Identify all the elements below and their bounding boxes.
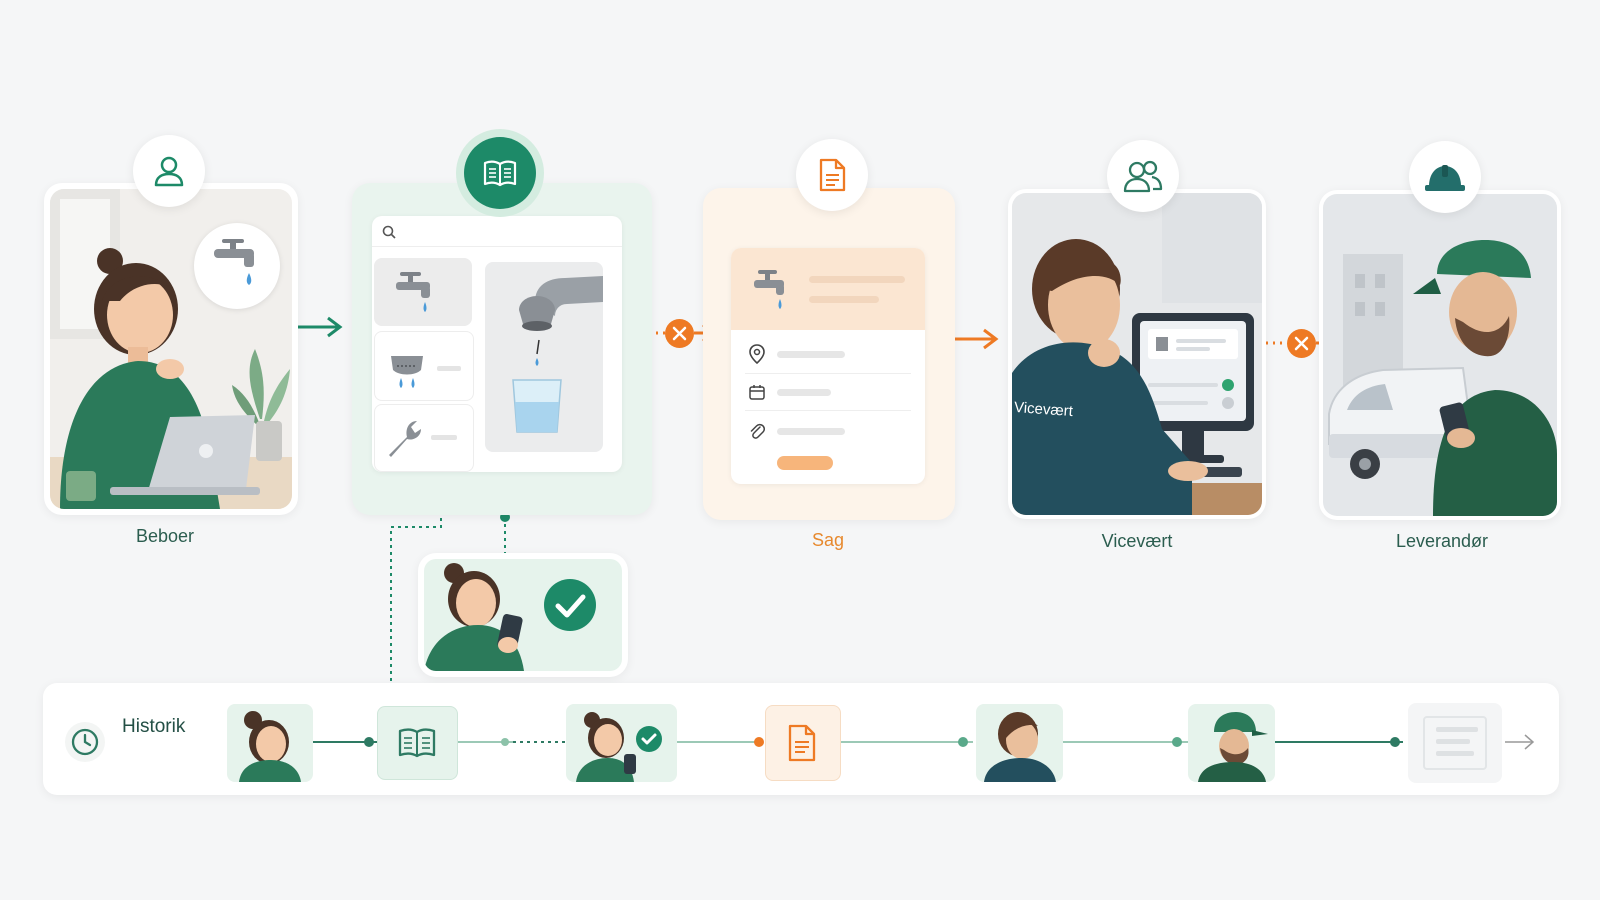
timeline-item-beboer[interactable] bbox=[227, 704, 313, 782]
list-placeholder-icon bbox=[1423, 716, 1487, 770]
attachment-icon bbox=[750, 423, 765, 439]
user-icon bbox=[154, 156, 184, 187]
book-icon bbox=[398, 728, 436, 758]
arrow-beboer-to-knowledge bbox=[298, 316, 343, 338]
topic-tile-faucet[interactable] bbox=[374, 258, 472, 326]
sag-submit-button[interactable] bbox=[777, 456, 833, 470]
timeline-item-sag[interactable] bbox=[765, 705, 841, 781]
vicevaert-card: Vicevært bbox=[1008, 189, 1266, 519]
timeline-item-leverandor[interactable] bbox=[1188, 704, 1275, 782]
leverandor-illustration bbox=[1323, 194, 1557, 516]
beboer-card bbox=[44, 183, 298, 515]
faucet-icon bbox=[754, 270, 784, 309]
leverandor-label: Leverandør bbox=[1395, 531, 1489, 551]
wrench-icon bbox=[389, 421, 457, 457]
beboer-icon-circle bbox=[133, 135, 205, 207]
topic-tile-aerator[interactable] bbox=[374, 331, 474, 401]
check-icon bbox=[555, 594, 586, 618]
timeline-item-future[interactable] bbox=[1408, 703, 1502, 783]
faucet-icon bbox=[214, 239, 254, 285]
faucet-icon bbox=[396, 272, 430, 312]
vicevaert-label: Vicevært bbox=[1101, 531, 1173, 551]
faucet-leak-illustration bbox=[485, 262, 603, 452]
search-field[interactable] bbox=[372, 216, 622, 247]
knowledge-icon-circle bbox=[464, 137, 536, 209]
knowledge-inner-panel bbox=[372, 216, 622, 472]
users-icon bbox=[1123, 160, 1163, 193]
knowledge-card bbox=[352, 183, 652, 515]
historik-timeline: Historik bbox=[43, 683, 1559, 795]
leverandor-icon-circle bbox=[1409, 141, 1481, 213]
calendar-icon bbox=[749, 385, 765, 400]
sag-form-header bbox=[731, 248, 925, 330]
timeline-item-selfhelp[interactable] bbox=[566, 704, 677, 782]
success-check-badge bbox=[544, 579, 596, 631]
aerator-icon bbox=[391, 356, 461, 388]
blocked-badge-1 bbox=[665, 319, 694, 348]
sag-form bbox=[731, 248, 925, 484]
search-icon bbox=[382, 225, 396, 239]
vicevaert-illustration: Vicevært bbox=[1012, 193, 1262, 515]
beboer-label: Beboer bbox=[135, 526, 195, 546]
location-pin-icon bbox=[749, 344, 765, 364]
blocked-badge-2 bbox=[1287, 329, 1316, 358]
vicevaert-icon-circle bbox=[1107, 140, 1179, 212]
book-icon bbox=[483, 160, 517, 187]
timeline-item-vicevaert[interactable] bbox=[976, 704, 1063, 782]
selfhelp-illustration bbox=[424, 559, 622, 671]
leverandor-card bbox=[1319, 190, 1561, 520]
faucet-speech-bubble bbox=[194, 223, 280, 309]
sag-label: Sag bbox=[811, 530, 845, 550]
arrow-sag-to-vicevaert bbox=[955, 328, 999, 350]
timeline-item-knowledge[interactable] bbox=[377, 706, 458, 780]
document-icon bbox=[788, 724, 816, 762]
historik-clock-circle bbox=[65, 722, 105, 762]
historik-label: Historik bbox=[122, 716, 186, 737]
clock-icon bbox=[71, 728, 99, 756]
topic-tile-wrench[interactable] bbox=[374, 404, 474, 472]
timeline-track bbox=[313, 734, 1535, 750]
selfhelp-success-card bbox=[418, 553, 628, 677]
sag-card bbox=[703, 188, 955, 520]
document-icon bbox=[819, 158, 846, 192]
knowledge-to-timeline-connector bbox=[390, 518, 442, 706]
hardhat-icon bbox=[1425, 165, 1465, 191]
sag-icon-circle bbox=[796, 139, 868, 211]
